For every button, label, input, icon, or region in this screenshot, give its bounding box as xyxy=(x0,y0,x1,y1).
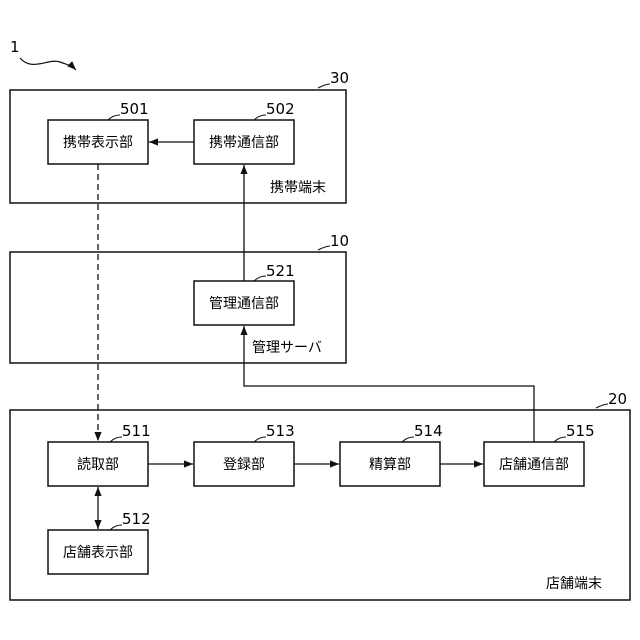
block-settlement: 精算部 514 xyxy=(340,422,443,486)
figure-ref-label: 1 xyxy=(10,38,20,56)
group-server-label: 管理サーバ xyxy=(252,340,322,356)
block-portable-comm-ref: 502 xyxy=(266,100,295,118)
block-registration: 登録部 513 xyxy=(194,422,295,486)
block-management-comm-ref: 521 xyxy=(266,262,295,280)
block-portable-comm-label: 携帯通信部 xyxy=(209,135,279,151)
group-server-leader xyxy=(318,246,330,250)
block-store-comm-ref: 515 xyxy=(566,422,595,440)
group-management-server: 10 管理サーバ xyxy=(10,232,349,363)
block-store-comm: 店舗通信部 515 xyxy=(484,422,595,486)
block-store-display: 店舗表示部 512 xyxy=(48,510,151,574)
group-store-ref: 20 xyxy=(608,390,627,408)
block-registration-ref: 513 xyxy=(266,422,295,440)
block-portable-display: 携帯表示部 501 xyxy=(48,100,149,164)
block-settlement-ref: 514 xyxy=(414,422,443,440)
block-store-display-label: 店舗表示部 xyxy=(63,545,133,561)
group-portable-label: 携帯端末 xyxy=(270,180,326,196)
block-reader-label: 読取部 xyxy=(77,456,119,473)
block-reader-ref: 511 xyxy=(122,422,151,440)
group-server-ref: 10 xyxy=(330,232,349,250)
block-registration-label: 登録部 xyxy=(223,457,265,473)
block-store-display-ref: 512 xyxy=(122,510,151,528)
block-management-comm-label: 管理通信部 xyxy=(209,296,279,312)
block-settlement-label: 精算部 xyxy=(369,457,411,473)
group-portable-ref: 30 xyxy=(330,69,349,87)
block-portable-comm: 携帯通信部 502 xyxy=(194,100,295,164)
block-store-comm-label: 店舗通信部 xyxy=(499,457,569,473)
group-store-label: 店舗端末 xyxy=(546,576,602,592)
group-portable-leader xyxy=(318,84,330,88)
group-store-leader xyxy=(596,404,608,408)
block-portable-display-ref: 501 xyxy=(120,100,149,118)
block-portable-display-label: 携帯表示部 xyxy=(63,135,133,151)
figure-ref-arrow xyxy=(20,58,76,70)
block-reader: 読取部 511 xyxy=(48,422,151,486)
